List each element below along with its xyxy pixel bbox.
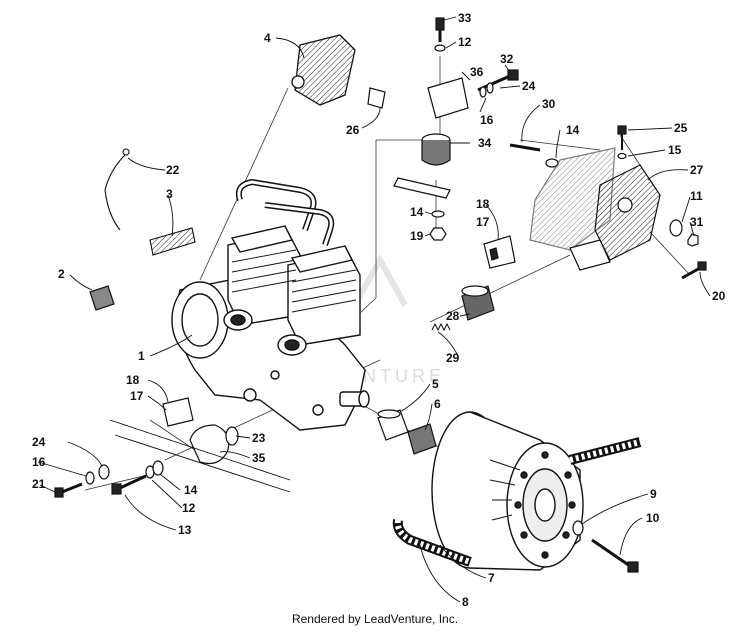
callout-34: 34 <box>478 136 492 150</box>
callout-17: 17 <box>130 389 144 403</box>
callout-36: 36 <box>470 65 484 79</box>
callout-31: 31 <box>690 215 704 229</box>
bushing-6 <box>407 423 437 455</box>
callout-3: 3 <box>166 187 173 201</box>
callout-35: 35 <box>252 451 266 465</box>
callout-12: 12 <box>182 501 196 515</box>
callout-32: 32 <box>500 52 514 66</box>
front-hardware <box>54 460 164 498</box>
callout-15: 15 <box>668 143 682 157</box>
callout-26: 26 <box>346 123 360 137</box>
spring-29 <box>431 322 451 332</box>
callout-2: 2 <box>58 267 65 281</box>
decal-3 <box>149 227 196 256</box>
bolt-32 <box>477 69 519 98</box>
callout-6: 6 <box>434 397 441 411</box>
callout-4: 4 <box>264 31 271 45</box>
decal-2 <box>89 285 115 311</box>
callout-16: 16 <box>480 113 494 127</box>
callout-25: 25 <box>674 121 688 135</box>
callout-14: 14 <box>184 483 198 497</box>
callout-11: 11 <box>690 189 703 203</box>
bolt-25 <box>617 125 627 160</box>
callout-18: 18 <box>126 373 140 387</box>
callout-5: 5 <box>432 377 439 391</box>
callout-1: 1 <box>138 349 145 363</box>
callout-27: 27 <box>690 163 704 177</box>
engine-assembly <box>171 178 370 431</box>
bolt-30 <box>509 143 559 168</box>
drive-clutch <box>431 411 584 571</box>
bolt-10 <box>591 538 639 573</box>
callout-29: 29 <box>446 351 460 365</box>
upper-mount-stack <box>393 17 469 241</box>
rear-mount-plate <box>529 147 661 271</box>
bracket-18-lower <box>162 397 194 427</box>
callout-30: 30 <box>542 97 556 111</box>
bushing-5 <box>377 409 409 441</box>
callout-7: 7 <box>488 571 495 585</box>
callout-14: 14 <box>410 205 424 219</box>
clip-26 <box>367 87 386 109</box>
callout-24: 24 <box>522 79 536 93</box>
callout-19: 19 <box>410 229 424 243</box>
callout-12: 12 <box>458 35 472 49</box>
callout-24: 24 <box>32 435 46 449</box>
washer-9 <box>572 520 584 536</box>
callout-9: 9 <box>650 487 657 501</box>
leader-lines <box>37 16 711 603</box>
washer-11 <box>669 219 699 247</box>
callout-14: 14 <box>566 123 580 137</box>
wire-22 <box>104 148 130 231</box>
callout-28: 28 <box>446 309 460 323</box>
bracket-18-upper <box>483 235 516 269</box>
mount-23 <box>189 424 239 465</box>
callout-18: 18 <box>476 197 490 211</box>
bracket-rail <box>109 419 291 493</box>
bolt-20 <box>681 261 707 280</box>
callout-33: 33 <box>458 11 472 25</box>
bushing-28 <box>461 285 495 321</box>
callout-16: 16 <box>32 455 46 469</box>
callouts: 33 12 32 4 36 24 30 16 26 14 25 34 15 22… <box>32 11 726 609</box>
callout-20: 20 <box>712 289 726 303</box>
footer-credit: Rendered by LeadVenture, Inc. <box>291 612 459 626</box>
callout-17: 17 <box>476 215 490 229</box>
callout-8: 8 <box>462 595 469 609</box>
drive-belt <box>392 437 642 567</box>
callout-10: 10 <box>646 511 660 525</box>
callout-22: 22 <box>166 163 180 177</box>
callout-21: 21 <box>32 477 46 491</box>
engine-mount-front <box>291 34 356 106</box>
callout-13: 13 <box>178 523 192 537</box>
callout-23: 23 <box>252 431 266 445</box>
